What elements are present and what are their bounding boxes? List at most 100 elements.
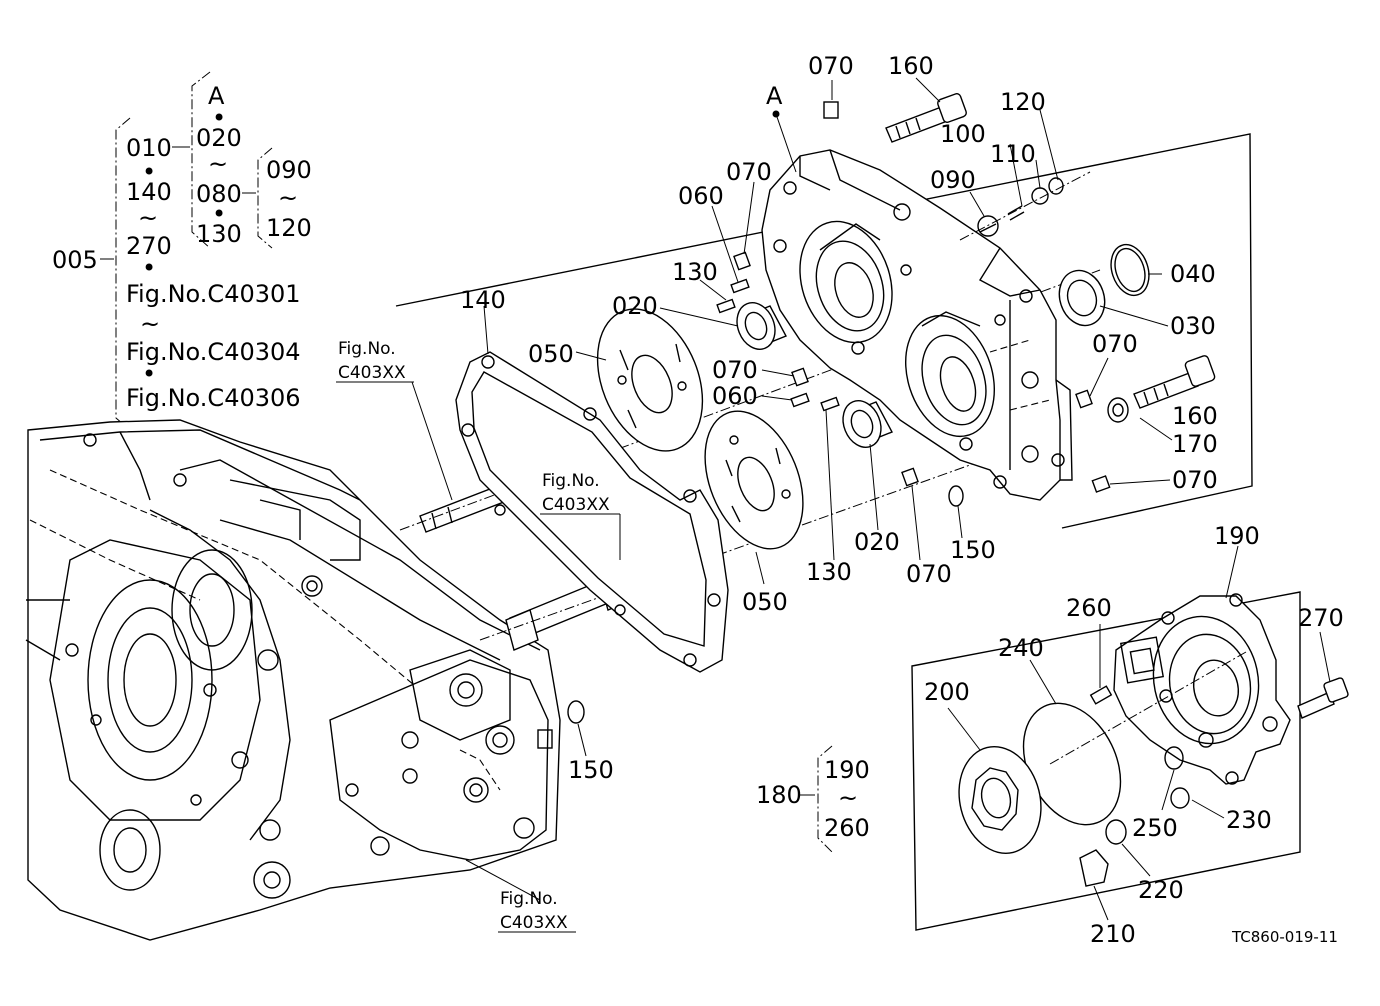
plug-070 [901,467,919,487]
label-070: 070 [1172,466,1218,494]
plug-070 [733,251,751,271]
pump-body [761,149,1073,501]
view-marker-a: A [766,82,783,110]
relief-valve-parts [959,171,1091,241]
bolt-160-upper [885,93,967,143]
plug-070 [1091,475,1111,493]
label-150: 150 [568,756,614,784]
label-030: 030 [1170,312,1216,340]
leader-lines [411,77,1331,921]
label-140: 140 [460,286,506,314]
tree-item-120: 120 [266,214,312,242]
tree-item-010: 010 [126,134,172,162]
label-070: 070 [712,356,758,384]
tree-root-label: 005 [52,246,98,274]
pin-060 [730,278,750,294]
tree-item-140: 140 [126,178,172,206]
tree-item-130: 130 [196,220,242,248]
side-plate-050-lower [704,410,804,550]
label-220: 220 [1138,876,1184,904]
label-050: 050 [528,340,574,368]
label-230: 230 [1226,806,1272,834]
label-110: 110 [990,140,1036,168]
o-ring-250 [1164,746,1184,770]
label-160: 160 [1172,402,1218,430]
o-ring-150 [567,700,585,724]
plug-210 [1079,849,1109,887]
tree-fig-c40306: Fig.No.C40306 [126,384,301,412]
rotor-200 [958,746,1042,854]
fig-reference-3: Fig.No. C403XX [498,889,576,933]
fig-ref-line1: Fig.No. [500,889,558,909]
fig-ref-line2: C403XX [500,913,568,933]
label-070: 070 [726,158,772,186]
pin-130 [716,298,736,314]
tree-item-080: 080 [196,180,242,208]
label-240: 240 [998,634,1044,662]
side-plate-050-upper [596,308,704,452]
tree-item-090: 090 [266,156,312,184]
pin-060 [790,392,810,408]
transmission-case [25,419,561,941]
label-120: 120 [1000,88,1046,116]
tree-dot: • [142,360,156,388]
label-060: 060 [678,182,724,210]
label-090: 090 [930,166,976,194]
tree-dot: • [212,104,226,132]
fig-ref-line2: C403XX [338,363,406,383]
part-hierarchy-tree: 005 010 • 140 ~ 270 • Fig.No.C40301 ~ Fi… [52,71,312,431]
tree-tilde: ~ [140,310,160,338]
label-060: 060 [712,382,758,410]
sub-tree-root: 180 [756,781,802,809]
needle-bearing-020-upper [736,302,787,350]
label-070: 070 [906,560,952,588]
small-parts [567,101,1111,724]
label-020: 020 [612,292,658,320]
tree-marker-a: A [208,82,225,110]
tree-tilde: ~ [208,150,228,178]
bolt-270 [1297,677,1349,719]
oil-pump-housing-190 [1049,593,1291,785]
fig-ref-line1: Fig.No. [542,471,600,491]
label-130: 130 [672,258,718,286]
label-190: 190 [1214,522,1260,550]
o-ring-150 [948,485,964,507]
plug-070 [791,367,809,387]
pin-130 [820,396,840,412]
washer-170 [1107,397,1129,423]
label-100: 100 [940,120,986,148]
tree-dot: • [142,254,156,282]
tree-tilde: ~ [138,204,158,232]
label-070: 070 [1092,330,1138,358]
drawing-code: TC860-019-11 [1231,928,1338,946]
label-150: 150 [950,536,996,564]
snap-ring-040 [1110,243,1150,297]
oil-seal-030 [1058,269,1106,327]
sub-assembly-tree: 180 190 ~ 260 [756,745,870,853]
label-070: 070 [808,52,854,80]
label-260: 260 [1066,594,1112,622]
fig-reference-1: Fig.No. C403XX [336,339,414,383]
tree-tilde: ~ [278,184,298,212]
fig-reference-2: Fig.No. C403XX [540,471,620,515]
label-050: 050 [742,588,788,616]
tree-item-020: 020 [196,124,242,152]
fig-ref-line2: C403XX [542,495,610,515]
o-ring-220 [1105,819,1127,845]
label-200: 200 [924,678,970,706]
bolt-160-lower [1133,355,1216,409]
label-040: 040 [1170,260,1216,288]
tree-fig-c40301: Fig.No.C40301 [126,280,301,308]
sub-tree-item-260: 260 [824,814,870,842]
gasket-140 [455,351,729,673]
label-020: 020 [854,528,900,556]
label-250: 250 [1132,814,1178,842]
sub-tree-item-190: 190 [824,756,870,784]
tree-dot: • [212,200,226,228]
label-270: 270 [1298,604,1344,632]
tree-fig-c40304: Fig.No.C40304 [126,338,301,366]
needle-bearing-020-lower [842,400,893,448]
pin-260 [1089,685,1113,705]
plug-070 [823,101,839,119]
